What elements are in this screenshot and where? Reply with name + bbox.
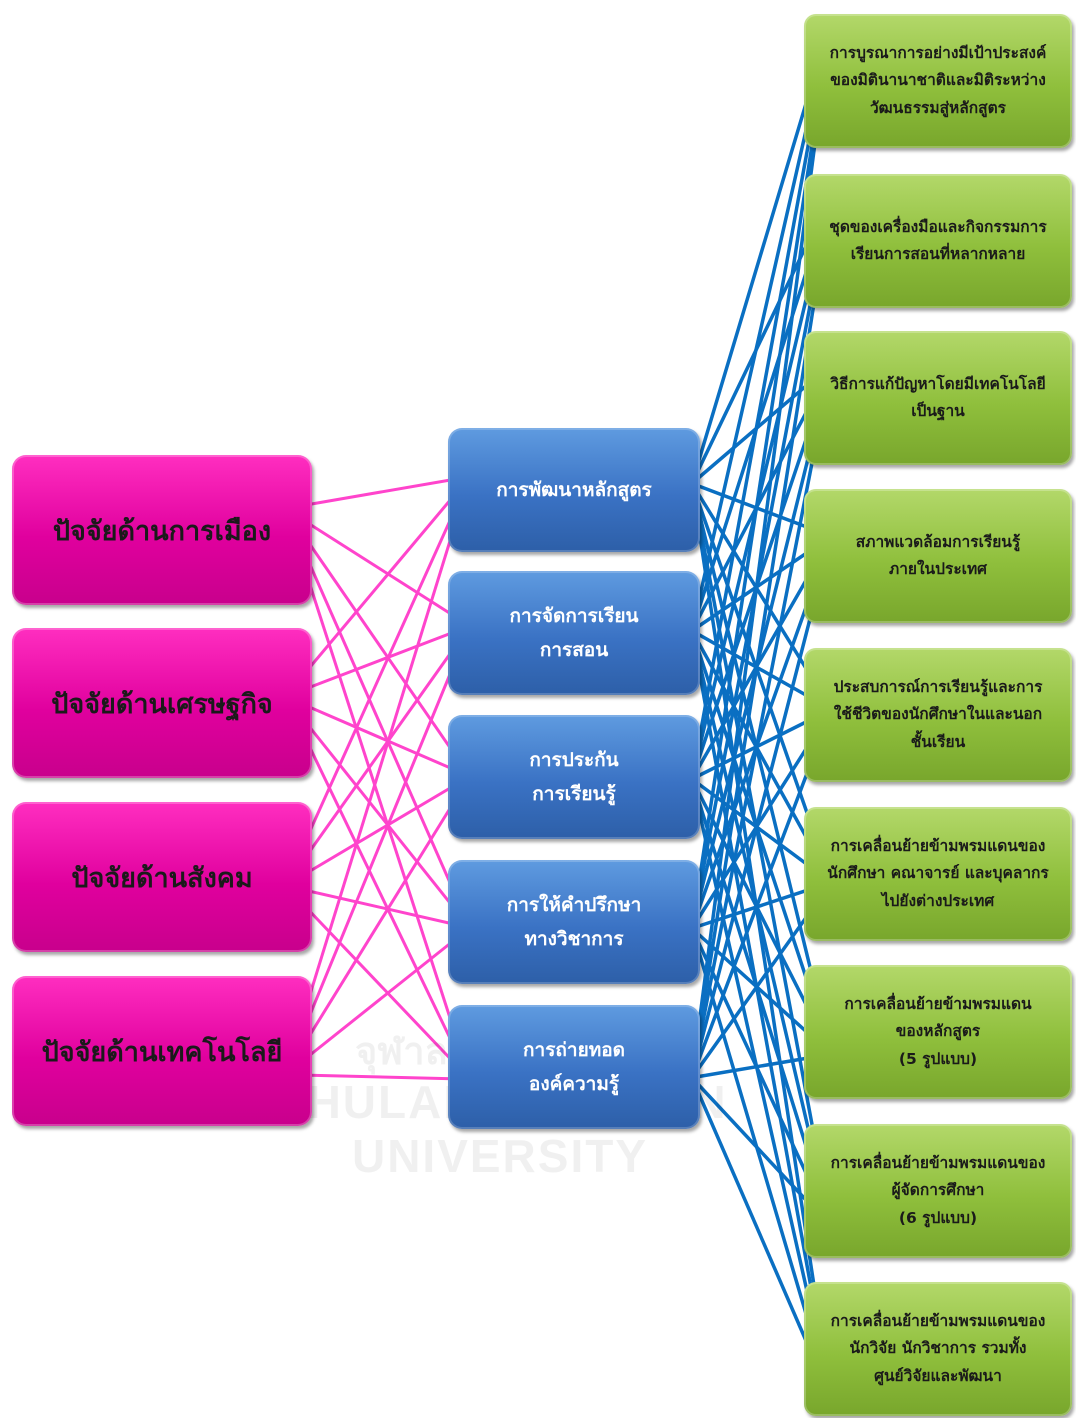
link-factor-0-component-1 (299, 516, 463, 623)
link-component-0-outcome-0 (694, 56, 822, 471)
link-component-4-outcome-6 (695, 1054, 821, 1079)
link-component-4-outcome-0 (694, 104, 822, 1048)
factor-politics: ปัจจัยด้านการเมือง (12, 455, 312, 605)
link-factor-3-component-3 (299, 932, 463, 1065)
component-knowledge-transfer: การถ่ายทอด องค์ความรู้ (448, 1005, 700, 1129)
link-factor-3-component-4 (299, 1073, 463, 1081)
outcome-student-experience: ประสบการณ์การเรียนรู้และการ ใช้ชีวิตของน… (804, 648, 1072, 782)
link-factor-1-component-2 (299, 701, 463, 775)
link-factor-1-component-4 (298, 726, 464, 1064)
outcome-people-mobility: การเคลื่อนย้ายข้ามพรมแดนของ นักศึกษา คณา… (804, 807, 1072, 941)
link-component-4-outcome-7 (694, 1080, 822, 1217)
component-curriculum-development: การพัฒนาหลักสูตร (448, 428, 700, 552)
link-factor-2-component-4 (298, 899, 464, 1073)
link-factor-0-component-4 (298, 553, 464, 1056)
factor-technology: ปัจจัยด้านเทคโนโลยี (12, 976, 312, 1126)
outcome-curriculum-integration: การบูรณาการอย่างมีเป้าประสงค์ ของมิตินาน… (804, 14, 1072, 148)
link-factor-2-component-3 (299, 887, 463, 928)
link-component-4-outcome-1 (694, 264, 822, 1053)
link-factor-1-component-0 (298, 485, 464, 680)
outcome-provider-mobility: การเคลื่อนย้ายข้ามพรมแดนของ ผู้จัดการศึก… (804, 1124, 1072, 1258)
link-factor-2-component-2 (299, 779, 463, 879)
link-factor-1-component-3 (298, 714, 464, 919)
link-factor-0-component-0 (299, 476, 463, 508)
link-factor-2-component-0 (298, 493, 464, 854)
link-factor-1-component-1 (299, 627, 463, 693)
component-learning-assurance: การประกัน การเรียนรู้ (448, 715, 700, 839)
link-factor-3-component-2 (298, 788, 464, 1052)
link-factor-3-component-1 (298, 644, 464, 1040)
factor-economy: ปัจจัยด้านเศรษฐกิจ (12, 628, 312, 778)
link-factor-0-component-3 (298, 541, 464, 911)
link-factor-2-component-1 (298, 636, 464, 866)
link-factor-3-component-0 (298, 501, 464, 1028)
outcome-tech-problem-solving: วิธีการแก้ปัญหาโดยมีเทคโนโลยี เป็นฐาน (804, 331, 1072, 465)
outcome-teaching-tools: ชุดของเครื่องมือและกิจกรรมการ เรียนการสอ… (804, 174, 1072, 308)
outcome-program-mobility: การเคลื่อนย้ายข้ามพรมแดน ของหลักสูตร (5 … (804, 965, 1072, 1099)
outcome-domestic-environment: สภาพแวดล้อมการเรียนรู้ ภายในประเทศ (804, 489, 1072, 623)
link-component-2-outcome-0 (694, 80, 822, 758)
link-component-4-outcome-5 (694, 896, 822, 1074)
component-academic-advising: การให้คำปรึกษา ทางวิชาการ (448, 860, 700, 984)
link-component-3-outcome-0 (694, 92, 822, 903)
factor-society: ปัจจัยด้านสังคม (12, 802, 312, 952)
link-component-4-outcome-2 (694, 421, 822, 1058)
component-teaching-management: การจัดการเรียน การสอน (448, 571, 700, 695)
link-component-4-outcome-8 (694, 1086, 822, 1374)
link-factor-0-component-2 (298, 529, 464, 766)
link-component-4-outcome-4 (694, 738, 822, 1068)
link-component-1-outcome-0 (694, 68, 822, 614)
outcome-researcher-mobility: การเคลื่อนย้ายข้ามพรมแดนของ นักวิจัย นัก… (804, 1282, 1072, 1416)
link-component-4-outcome-3 (694, 579, 822, 1063)
